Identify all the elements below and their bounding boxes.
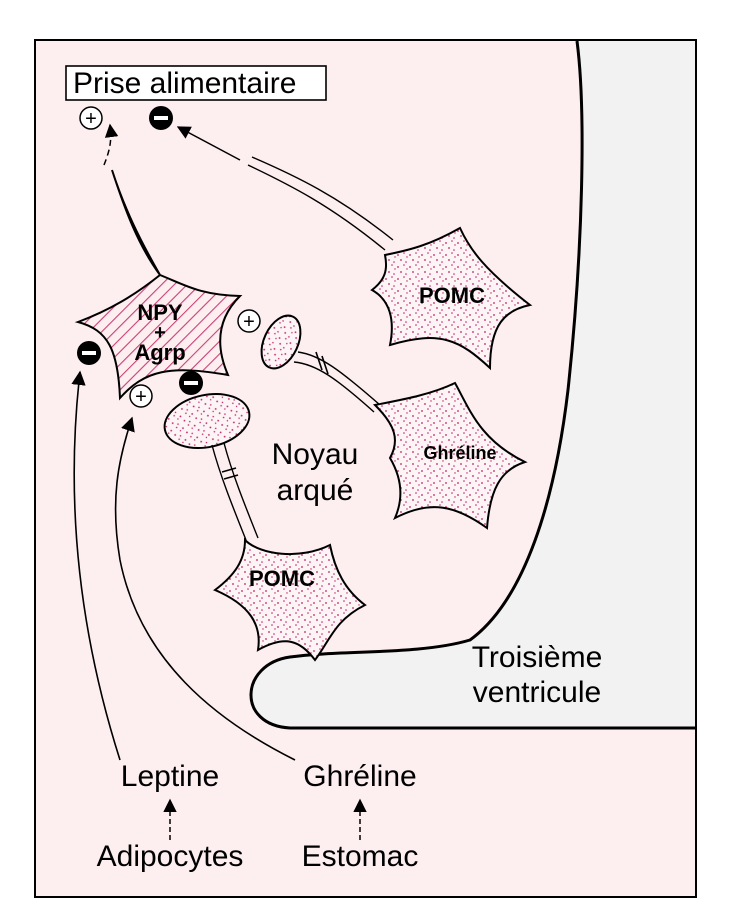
plus-sign-ghrelin-synapse: +	[237, 309, 261, 333]
leptin-arrow	[71, 370, 121, 761]
ventricle-wall	[249, 40, 695, 730]
pomc-top-label: POMC	[419, 283, 485, 308]
agrp-label: Agrp	[134, 340, 185, 365]
minus-sign-leptin	[77, 341, 101, 365]
adipocytes-label: Adipocytes	[97, 840, 244, 873]
ventricle-label-line2: ventricule	[473, 676, 601, 709]
npy-label: NPY	[137, 300, 183, 325]
plus-sign-ghrelin-hormone: +	[129, 384, 153, 408]
plus-sign-intake: +	[79, 106, 103, 130]
npy-agrp-neuron	[74, 169, 243, 401]
minus-sign-intake	[149, 106, 173, 130]
npy-plus-label: +	[154, 322, 166, 344]
ghrelin-hormone-label: Ghréline	[303, 760, 416, 793]
stomach-label: Estomac	[302, 840, 419, 873]
svg-text:+: +	[85, 108, 97, 130]
ghrelin-neuron-label: Ghréline	[423, 443, 496, 463]
pomc-bottom-label: POMC	[249, 566, 315, 591]
pomc-top-neuron	[370, 226, 533, 371]
minus-sign-pomc-synapse	[179, 371, 203, 395]
ghrelin-neuron	[372, 381, 528, 530]
svg-text:+: +	[243, 311, 255, 333]
pomc-bottom-neuron	[213, 537, 367, 662]
ghrelin-terminal	[260, 314, 302, 370]
ghrelin-hormone-arrow	[114, 416, 296, 761]
nucleus-label-line1: Noyau	[272, 438, 359, 471]
food-intake-box	[65, 65, 327, 101]
leptin-label: Leptine	[121, 760, 219, 793]
ventricle-label-line1: Troisième	[472, 641, 603, 674]
food-intake-label: Prise alimentaire	[73, 67, 296, 100]
third-ventricle	[250, 41, 695, 728]
nucleus-label-line2: arqué	[277, 474, 354, 507]
svg-text:+: +	[135, 386, 147, 408]
